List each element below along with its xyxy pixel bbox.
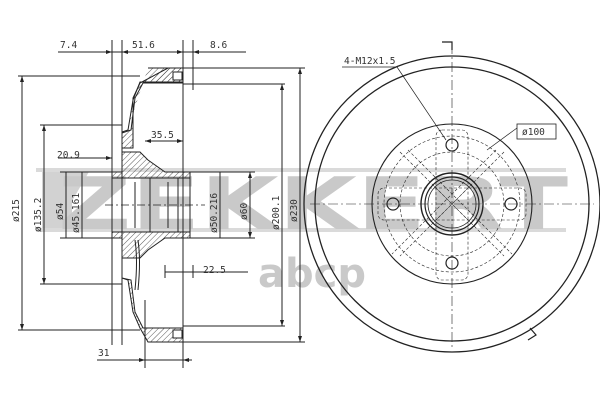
- dim-31: 31: [98, 348, 110, 359]
- section-mark-top: [442, 41, 453, 50]
- front-view: [303, 41, 600, 353]
- dimension-arrows: [20, 50, 302, 362]
- dim-22-5: 22.5: [203, 265, 226, 276]
- dim-dia-200-1: ø200.1: [271, 195, 282, 230]
- dim-51-6: 51.6: [132, 40, 155, 51]
- dim-8-6: 8.6: [210, 40, 227, 51]
- section-mark-bottom: [527, 327, 537, 341]
- dim-7-4: 7.4: [60, 40, 77, 51]
- dim-dia-230: ø230: [289, 199, 300, 222]
- watermark: ZEKKERT abcp: [36, 162, 568, 297]
- dim-35-5: 35.5: [151, 130, 174, 141]
- front-view-labels: 4-M12x1.5 ø100: [344, 56, 545, 138]
- section-dimensions: 7.4 51.6 8.6 35.5 20.9 22.5 31 ø215 ø135…: [11, 40, 300, 359]
- watermark-secondary-text: abcp: [258, 251, 366, 297]
- dim-dia-60: ø60: [239, 203, 250, 220]
- drum-outer-rim: [303, 55, 600, 353]
- dim-dia-135-2: ø135.2: [33, 198, 44, 232]
- pcd-label: ø100: [522, 127, 545, 138]
- section-view: [18, 40, 305, 368]
- dim-20-9: 20.9: [57, 150, 80, 161]
- thread-callout: 4-M12x1.5: [344, 56, 395, 67]
- dim-dia-215: ø215: [11, 199, 22, 222]
- dim-dia-54: ø54: [55, 203, 66, 220]
- dim-dia-45-161: ø45.161: [71, 193, 82, 233]
- dim-dia-50-216: ø50.216: [209, 193, 220, 233]
